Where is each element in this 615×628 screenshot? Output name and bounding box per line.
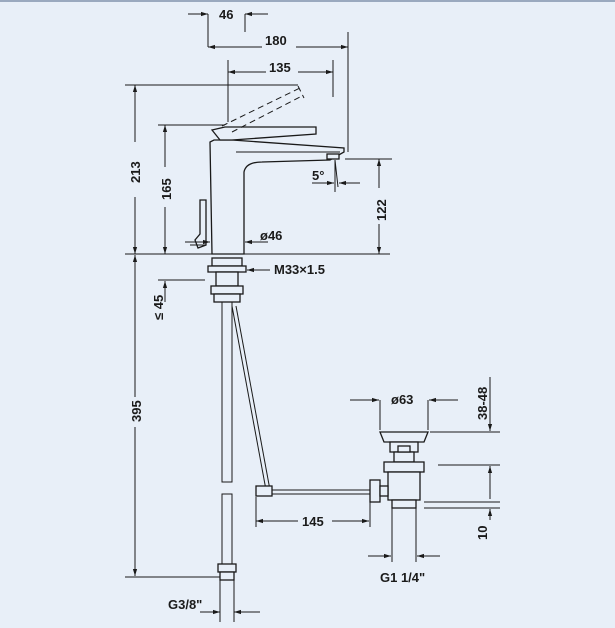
- body-diameter-label: ø46: [260, 228, 282, 243]
- dim-drain-thread: G1 1/4": [368, 508, 440, 585]
- dim-213-label: 213: [128, 161, 143, 183]
- mounting-stem: M33×1.5: [207, 257, 325, 303]
- dim-46-label: 46: [219, 7, 233, 22]
- dim-122: 122: [345, 158, 392, 254]
- dim-supply-thread: G3/8": [168, 597, 260, 615]
- dim-180: 180: [208, 32, 349, 152]
- dim-395-label: 395: [129, 400, 144, 422]
- dim-135: 135: [227, 60, 334, 122]
- dim-395: 395: [125, 255, 230, 578]
- dim-body-diameter: ø46: [185, 228, 282, 245]
- dim-122-label: 122: [374, 199, 389, 221]
- drain-range-label: 38-48: [475, 387, 490, 420]
- dim-165-label: 165: [159, 178, 174, 200]
- dim-46: 46: [188, 7, 268, 47]
- angle-5-degree: 5°: [312, 159, 360, 192]
- supply-thread-label: G3/8": [168, 597, 202, 612]
- supply-hose: [217, 301, 237, 622]
- dim-drain-diameter: ø63: [350, 392, 458, 430]
- dim-drain-offset: 10: [424, 501, 500, 540]
- dim-145-label: 145: [302, 514, 324, 529]
- dim-213: 213: [125, 84, 298, 254]
- dim-max-deck: ≤ 45: [151, 279, 205, 320]
- thread-label: M33×1.5: [274, 262, 325, 277]
- drain-diameter-label: ø63: [391, 392, 413, 407]
- drain-thread-label: G1 1/4": [380, 570, 425, 585]
- pull-rod: [231, 305, 370, 497]
- dim-180-label: 180: [265, 33, 287, 48]
- dim-145: 145: [255, 497, 371, 529]
- pop-up-drain: [369, 431, 429, 509]
- dim-135-label: 135: [269, 60, 291, 75]
- faucet-body: [190, 85, 345, 255]
- dim-165: 165: [158, 124, 225, 254]
- angle-label: 5°: [312, 168, 324, 183]
- drain-offset-label: 10: [475, 526, 490, 540]
- max-deck-label: ≤ 45: [151, 295, 166, 320]
- dim-drain-range: 38-48: [430, 377, 500, 499]
